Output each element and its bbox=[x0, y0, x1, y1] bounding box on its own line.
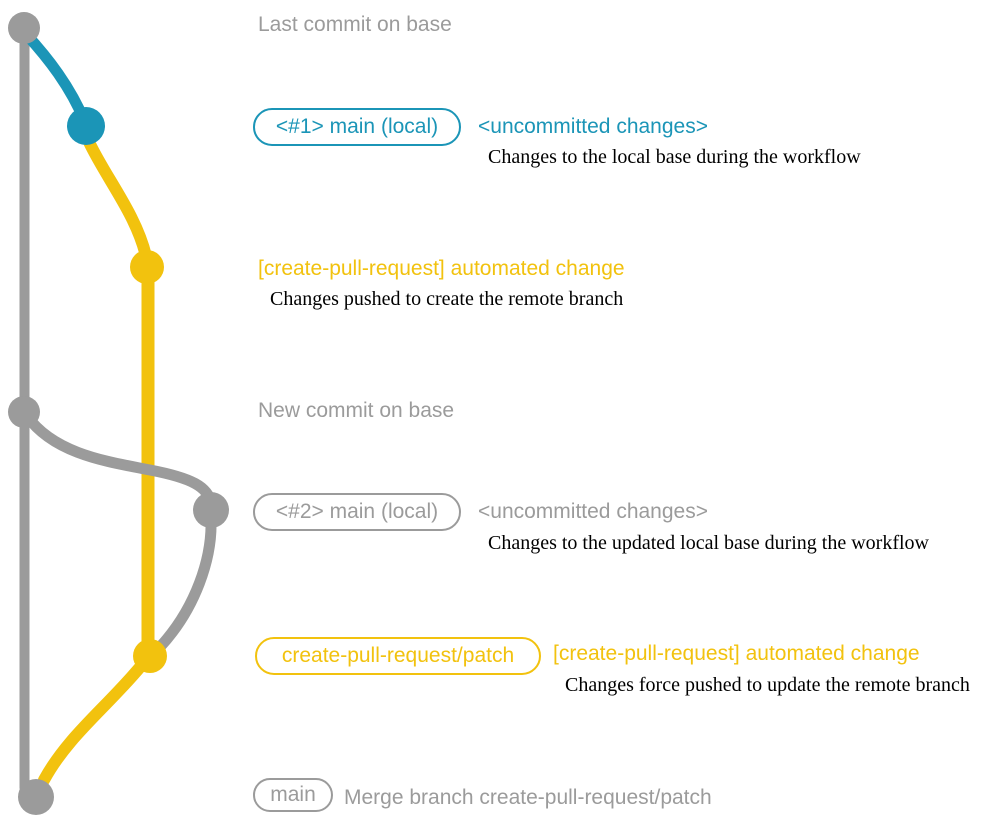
branch-badge-main-local-1: <#1> main (local) bbox=[253, 108, 461, 146]
heading-uncommitted-changes-2: <uncommitted changes> bbox=[478, 500, 708, 523]
commit-node-new-base bbox=[8, 396, 40, 428]
edge-uncommitted-2-to-patch bbox=[154, 515, 217, 653]
edge-base-to-uncommitted-2 bbox=[21, 410, 217, 509]
label-new-commit-on-base: New commit on base bbox=[258, 399, 455, 422]
edge-uncommitted-1-to-patch bbox=[83, 136, 152, 262]
label-merge-commit-message: Merge branch create-pull-request/patch bbox=[344, 786, 712, 809]
description-automated-change-1: Changes pushed to create the remote bran… bbox=[270, 288, 624, 310]
heading-automated-change-2: [create-pull-request] automated change bbox=[553, 642, 920, 665]
commit-node-automated-2 bbox=[133, 639, 167, 673]
branch-badge-main: main bbox=[253, 778, 333, 812]
commit-node-uncommitted-2 bbox=[193, 492, 229, 528]
description-automated-change-2: Changes force pushed to update the remot… bbox=[565, 674, 970, 696]
branch-badge-main-local-2: <#2> main (local) bbox=[253, 493, 461, 531]
description-uncommitted-changes-2: Changes to the updated local base during… bbox=[488, 532, 929, 554]
commit-node-uncommitted-1 bbox=[67, 107, 105, 145]
branch-badge-create-pull-request-patch: create-pull-request/patch bbox=[255, 637, 541, 675]
heading-uncommitted-changes-1: <uncommitted changes> bbox=[478, 115, 708, 138]
edge-patch-to-merge bbox=[38, 660, 147, 786]
heading-automated-change-1: [create-pull-request] automated change bbox=[258, 257, 625, 280]
label-last-commit-on-base: Last commit on base bbox=[258, 13, 452, 36]
commit-node-last-base bbox=[8, 12, 40, 44]
commit-node-automated-1 bbox=[130, 250, 164, 284]
edge-base-to-uncommitted-1 bbox=[20, 28, 91, 128]
commit-node-merge bbox=[18, 779, 54, 815]
description-uncommitted-changes-1: Changes to the local base during the wor… bbox=[488, 146, 861, 168]
